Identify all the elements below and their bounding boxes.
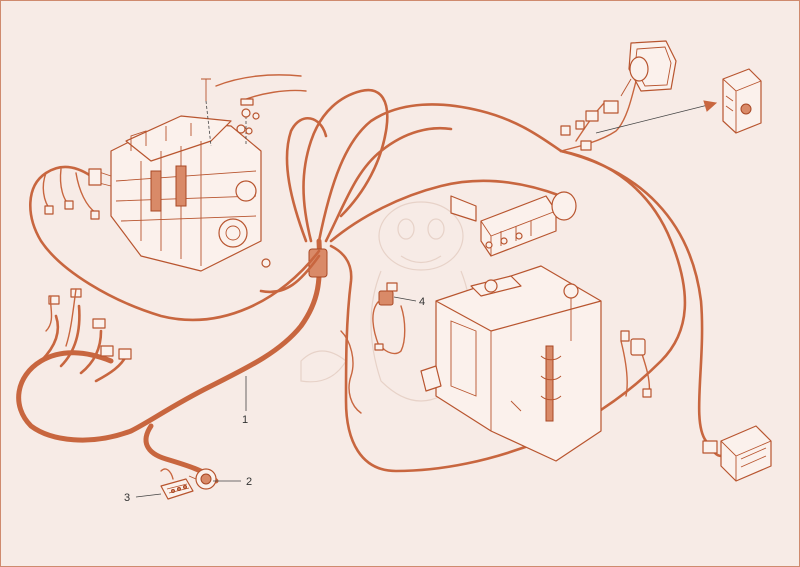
connector [92,318,106,329]
callout-label: 2 [246,476,252,488]
connector [118,348,132,360]
ground-bolt [261,258,271,268]
tail-lamp [702,425,772,482]
callout-label: 3 [124,492,130,504]
connector [100,345,114,357]
lamp-connector [560,125,571,136]
engine-sensor [88,168,102,186]
engine [88,115,262,272]
callout-label: 4 [419,296,425,308]
relay [372,282,398,351]
harness-connectors [45,288,132,360]
lamp-connector [603,100,619,114]
left-connector [64,200,74,210]
connector [48,295,60,305]
hydraulic-tank [420,265,602,462]
callout-3: 3 [124,492,162,504]
callout-1: 1 [242,376,248,426]
tail-lamp-connector [702,440,718,454]
work-lamp [620,40,677,97]
engine-pulley [218,218,248,248]
callout-4: 4 [393,296,425,308]
tank-cap [563,283,579,299]
tank-outlet [420,365,442,392]
left-connector [90,210,100,220]
main-harness [16,238,328,484]
arrow-indicator [595,100,718,134]
left-branch-wires [29,165,321,322]
lamp-connector [575,120,585,130]
connector-block [160,468,194,500]
rear-lamp [722,68,762,134]
side-switch [620,330,652,398]
lamp-connector [585,110,599,122]
plug-connector [188,468,217,490]
left-connector [44,205,54,215]
control-valve [450,191,577,257]
callout-2: 2 [213,476,252,488]
engine-alternator [235,180,257,202]
callout-label: 1 [242,414,248,426]
lamp-connectors [560,100,619,151]
engine-fasteners [201,78,271,268]
lamp-connector [580,140,592,151]
